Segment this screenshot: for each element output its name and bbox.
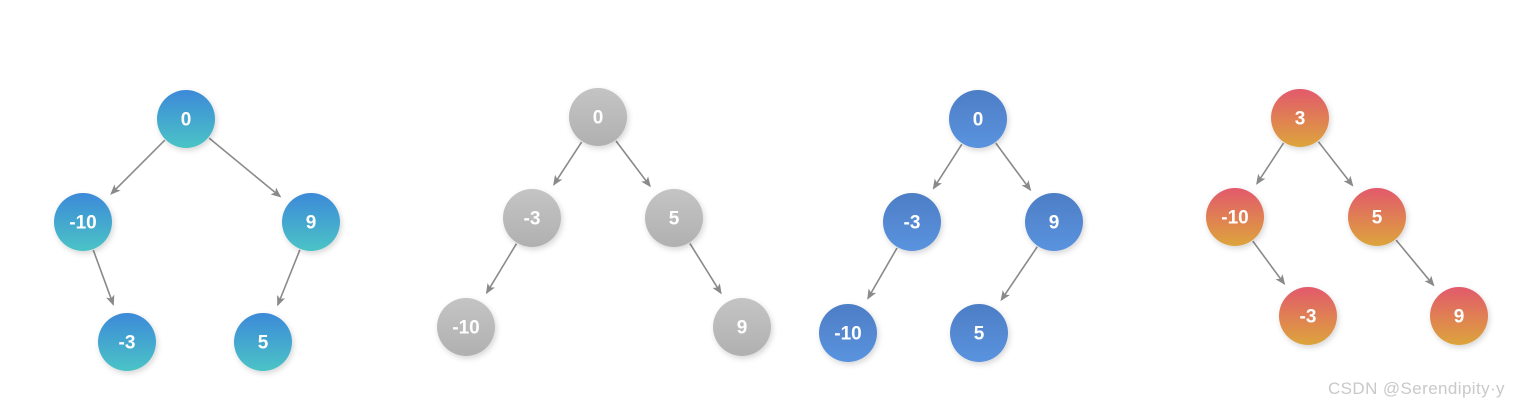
tree-node[interactable]: -3	[883, 193, 941, 251]
csdn-watermark: CSDN @Serendipity·y	[1328, 379, 1505, 398]
tree-node[interactable]: 9	[1430, 287, 1488, 345]
binary-tree-3: 0-3 9 -10 5	[819, 90, 1083, 362]
node-circle[interactable]	[1206, 188, 1264, 246]
node-circle[interactable]	[1348, 188, 1406, 246]
tree-node[interactable]: 0	[569, 88, 627, 146]
tree-node[interactable]: 9	[282, 193, 340, 251]
tree-node[interactable]: 5	[645, 189, 703, 247]
node-circle[interactable]	[819, 304, 877, 362]
tree-edge	[92, 249, 115, 306]
tree-node[interactable]: -3	[503, 189, 561, 247]
tree-edge	[1252, 240, 1286, 286]
node-circle[interactable]	[713, 298, 771, 356]
tree-edge	[932, 143, 963, 190]
tree-node[interactable]: -10	[437, 298, 495, 356]
node-circle[interactable]	[949, 90, 1007, 148]
node-circle[interactable]	[569, 88, 627, 146]
tree-node[interactable]: -10	[54, 193, 112, 251]
tree-node[interactable]: 9	[713, 298, 771, 356]
tree-edge	[1256, 142, 1285, 185]
node-circle[interactable]	[950, 304, 1008, 362]
binary-tree-1: 0 -10 9 -3 5	[54, 90, 340, 371]
node-circle[interactable]	[1025, 193, 1083, 251]
tree-node[interactable]: 0	[157, 90, 215, 148]
tree-node[interactable]: 9	[1025, 193, 1083, 251]
tree-edge	[1395, 239, 1435, 287]
node-circle[interactable]	[1279, 287, 1337, 345]
tree-node[interactable]: 0	[949, 90, 1007, 148]
tree-edge	[689, 243, 722, 295]
tree-edge	[277, 249, 301, 307]
node-circle[interactable]	[883, 193, 941, 251]
node-circle[interactable]	[645, 189, 703, 247]
node-circle[interactable]	[503, 189, 561, 247]
node-circle[interactable]	[1271, 89, 1329, 147]
tree-edge	[867, 247, 898, 300]
node-circle[interactable]	[157, 90, 215, 148]
tree-edge	[485, 243, 518, 295]
tree-edge	[553, 141, 583, 186]
tree-edge	[615, 140, 651, 188]
node-circle[interactable]	[282, 193, 340, 251]
node-circle[interactable]	[234, 313, 292, 371]
tree-edge	[110, 139, 166, 195]
tree-edge	[1000, 246, 1038, 302]
tree-node[interactable]: 3	[1271, 89, 1329, 147]
binary-tree-4: 3-10 5-3 9	[1206, 89, 1488, 345]
node-circle[interactable]	[1430, 287, 1488, 345]
tree-edge	[995, 142, 1032, 192]
node-circle[interactable]	[437, 298, 495, 356]
node-circle[interactable]	[54, 193, 112, 251]
node-circle[interactable]	[98, 313, 156, 371]
tree-edge	[1317, 141, 1354, 187]
tree-node[interactable]: -3	[98, 313, 156, 371]
tree-node[interactable]: 5	[234, 313, 292, 371]
tree-node[interactable]: 5	[950, 304, 1008, 362]
tree-node[interactable]: 5	[1348, 188, 1406, 246]
binary-tree-2: 0-3 5 -10 9	[437, 88, 771, 356]
tree-node[interactable]: -10	[1206, 188, 1264, 246]
tree-node[interactable]: -10	[819, 304, 877, 362]
tree-node[interactable]: -3	[1279, 287, 1337, 345]
tree-edge	[208, 137, 282, 198]
